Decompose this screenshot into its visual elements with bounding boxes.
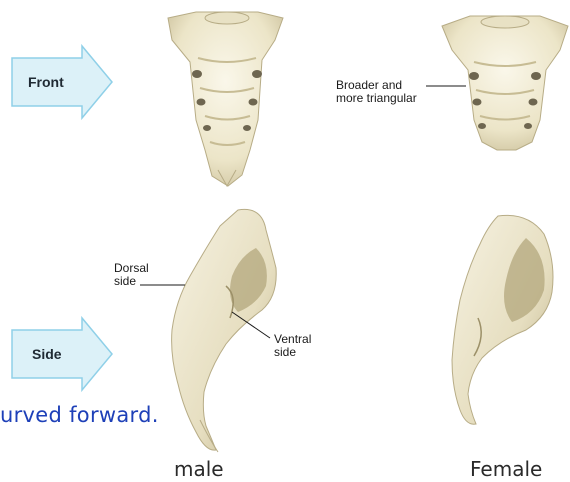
male-sacrum-front bbox=[168, 12, 283, 186]
broader-label-line-2: more triangular bbox=[336, 92, 417, 105]
ventral-label-line-2: side bbox=[274, 346, 311, 359]
side-arrow-label: Side bbox=[32, 346, 62, 362]
dorsal-label: Dorsal side bbox=[114, 262, 149, 288]
ventral-label: Ventral side bbox=[274, 333, 311, 359]
female-caption: Female bbox=[470, 457, 542, 481]
side-arrow: Side bbox=[12, 318, 112, 390]
handwritten-note: urved forward. bbox=[0, 403, 159, 427]
male-sacrum-side bbox=[172, 209, 277, 452]
broader-label: Broader and more triangular bbox=[336, 79, 417, 105]
female-sacrum-side bbox=[452, 215, 553, 424]
male-caption: male bbox=[174, 457, 224, 481]
dorsal-label-line-2: side bbox=[114, 275, 149, 288]
front-arrow-label: Front bbox=[28, 74, 64, 90]
female-sacrum-front bbox=[442, 16, 568, 150]
front-arrow: Front bbox=[12, 46, 112, 118]
